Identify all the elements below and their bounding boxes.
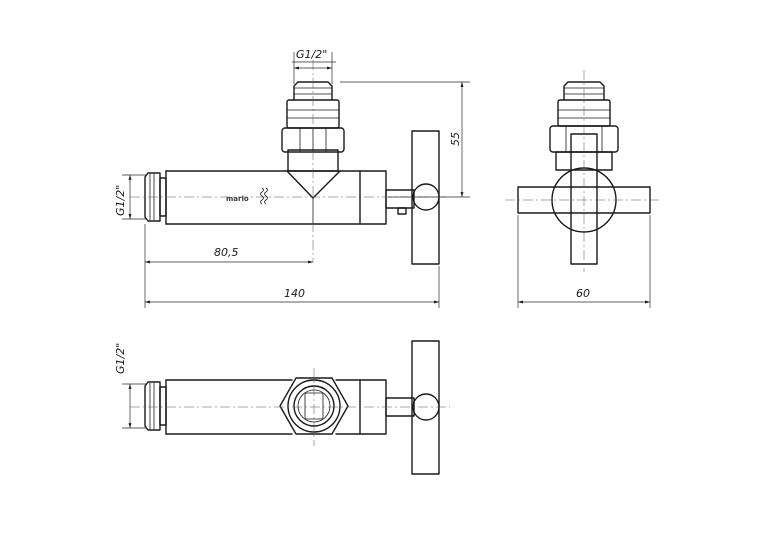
brand-logo: mario: [226, 195, 249, 203]
plan-dimensions: G1/2": [114, 343, 146, 429]
offset-label: 80,5: [214, 246, 239, 259]
plan-left-inlet: [144, 381, 167, 431]
front-handle: [385, 130, 440, 265]
side-dimensions: 60: [517, 215, 651, 308]
width-label: 60: [576, 287, 590, 300]
front-view: mario: [130, 60, 450, 265]
plan-handle: [385, 340, 440, 475]
front-dimensions: G1/2" 55 G1/2" 80,5 140: [114, 48, 470, 308]
thread-side-plan-label: G1/2": [114, 343, 127, 374]
plan-view: [130, 340, 450, 475]
thread-top-label: G1/2": [296, 48, 327, 61]
thread-side-front-label: G1/2": [114, 185, 127, 216]
side-view: [505, 70, 662, 272]
front-main-body: mario: [165, 170, 387, 225]
height-label: 55: [449, 132, 462, 146]
length-label: 140: [284, 287, 305, 300]
brand-logo-waves-icon: [260, 187, 268, 205]
